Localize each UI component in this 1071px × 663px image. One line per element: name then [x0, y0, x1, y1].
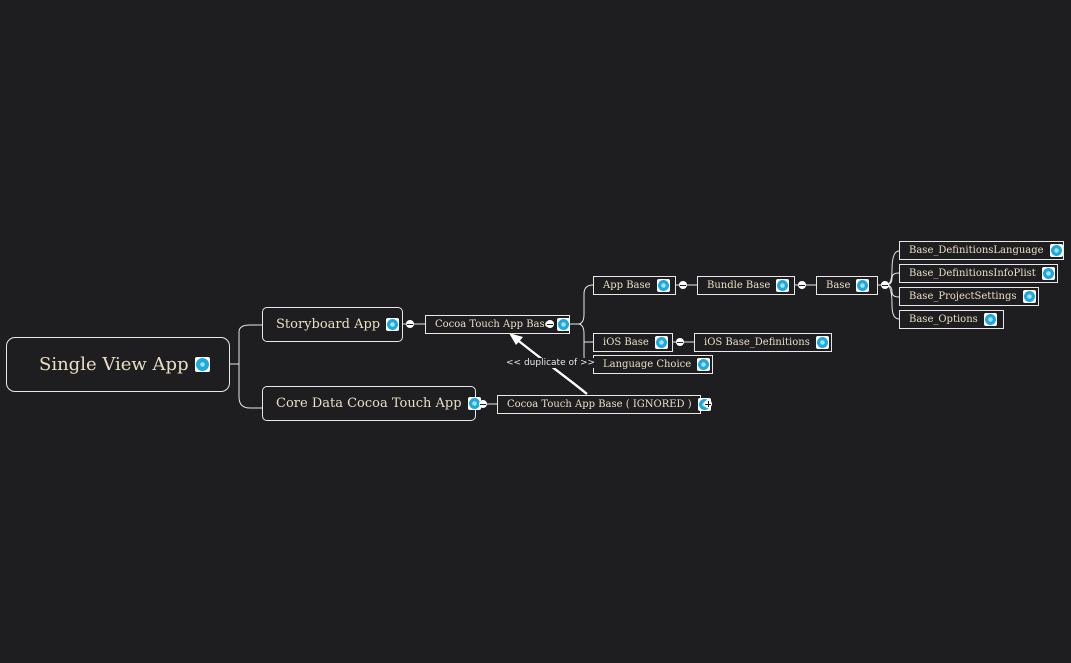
node-bundle-base[interactable]: Bundle Base — [697, 276, 795, 295]
node-cocoa-touch-app-base-ignored[interactable]: Cocoa Touch App Base ( IGNORED ) — [497, 395, 711, 414]
note-icon[interactable] — [467, 397, 481, 410]
node-label: Base — [826, 280, 851, 291]
note-icon[interactable] — [1022, 290, 1036, 303]
root-node-label: Single View App — [39, 354, 189, 375]
node-label: App Base — [603, 280, 651, 291]
node-base-project-settings[interactable]: Base_ProjectSettings — [899, 287, 1039, 306]
collapse-toggle[interactable] — [679, 281, 687, 289]
node-base[interactable]: Base — [816, 276, 878, 295]
note-icon[interactable] — [776, 279, 790, 292]
collapse-toggle[interactable] — [881, 281, 889, 289]
node-base-definitions-language[interactable]: Base_DefinitionsLanguage — [899, 241, 1064, 260]
node-label: Storyboard App — [276, 317, 381, 332]
node-core-data-cocoa-touch-app[interactable]: Core Data Cocoa Touch App — [262, 386, 481, 421]
note-icon[interactable] — [194, 357, 210, 372]
collapse-toggle[interactable] — [798, 281, 806, 289]
node-label: Base_DefinitionsLanguage — [909, 245, 1044, 256]
node-cocoa-touch-app-base[interactable]: Cocoa Touch App Base — [425, 315, 570, 334]
node-label: Bundle Base — [707, 280, 771, 291]
note-icon[interactable] — [697, 358, 711, 371]
collapse-toggle[interactable] — [546, 320, 554, 328]
relationship-label[interactable]: << duplicate of >> — [504, 358, 598, 368]
note-icon[interactable] — [856, 279, 870, 292]
duplicate-relationship-arrow[interactable] — [509, 333, 588, 395]
collapse-toggle[interactable] — [479, 400, 487, 408]
node-language-choice[interactable]: Language Choice — [593, 355, 713, 374]
note-icon[interactable] — [815, 336, 829, 349]
node-label: iOS Base_Definitions — [704, 337, 810, 348]
collapse-toggle[interactable] — [406, 320, 414, 328]
node-ios-base-definitions[interactable]: iOS Base_Definitions — [694, 333, 832, 352]
node-base-options[interactable]: Base_Options — [899, 310, 1004, 329]
note-icon[interactable] — [386, 318, 400, 331]
node-label: iOS Base — [603, 337, 649, 348]
node-label: Core Data Cocoa Touch App — [276, 396, 462, 411]
note-icon[interactable] — [1041, 267, 1055, 280]
note-icon[interactable] — [654, 336, 668, 349]
note-icon[interactable] — [983, 313, 997, 326]
node-label: Base_ProjectSettings — [909, 291, 1017, 302]
node-app-base[interactable]: App Base — [593, 276, 676, 295]
note-icon[interactable] — [656, 279, 670, 292]
root-node-single-view-app[interactable]: Single View App — [6, 337, 230, 392]
node-label: Cocoa Touch App Base ( IGNORED ) — [507, 399, 692, 410]
node-label: Base_DefinitionsInfoPlist — [909, 268, 1036, 279]
node-label: Cocoa Touch App Base — [435, 319, 551, 330]
node-ios-base[interactable]: iOS Base — [593, 333, 673, 352]
node-base-definitions-infoplist[interactable]: Base_DefinitionsInfoPlist — [899, 264, 1058, 283]
expand-toggle[interactable] — [704, 400, 712, 408]
node-storyboard-app[interactable]: Storyboard App — [262, 307, 403, 342]
collapse-toggle[interactable] — [676, 338, 684, 346]
note-icon[interactable] — [1049, 244, 1063, 257]
node-label: Language Choice — [603, 359, 692, 370]
node-label: Base_Options — [909, 314, 978, 325]
note-icon[interactable] — [556, 318, 570, 331]
